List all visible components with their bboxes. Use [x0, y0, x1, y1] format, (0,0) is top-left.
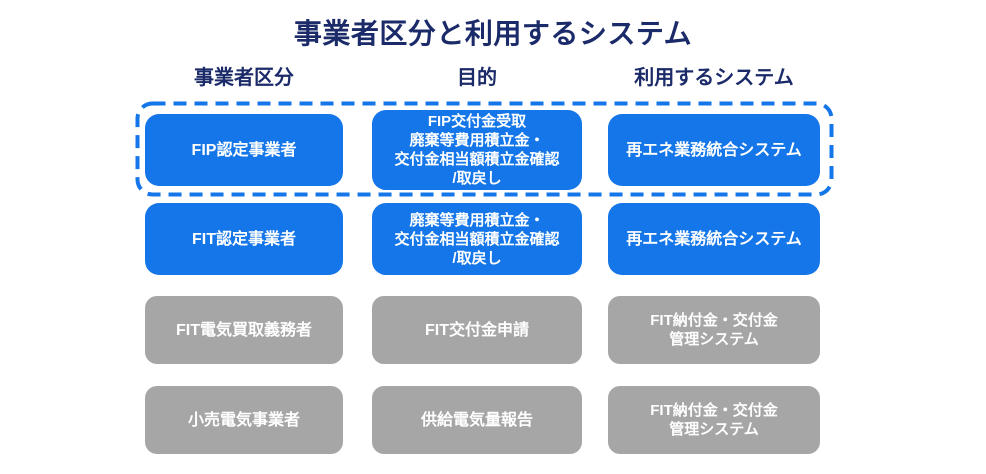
fip-system-box: 再エネ業務統合システム	[608, 114, 820, 186]
fit-grant-application-box: FIT交付金申請	[372, 296, 582, 364]
page-title: 事業者区分と利用するシステム	[293, 18, 693, 49]
fit-purpose-box: 廃棄等費用積立金・ 交付金相当額積立金確認 /取戻し	[372, 203, 582, 275]
column-header-system: 利用するシステム	[634, 67, 794, 89]
row-fip-certified-operator: FIP認定事業者 FIP交付金受取 廃棄等費用積立金・ 交付金相当額積立金確認 …	[0, 110, 986, 190]
fit-levy-grant-system-box: FIT納付金・交付金 管理システム	[608, 296, 820, 364]
fip-purpose-box: FIP交付金受取 廃棄等費用積立金・ 交付金相当額積立金確認 /取戻し	[372, 110, 582, 190]
column-header-purpose: 目的	[457, 67, 497, 89]
row-fit-certified-operator: FIT認定事業者 廃棄等費用積立金・ 交付金相当額積立金確認 /取戻し 再エネ業…	[0, 203, 986, 275]
fit-buyer-operator-box: FIT電気買取義務者	[145, 296, 343, 364]
row-fit-electricity-buyer: FIT電気買取義務者 FIT交付金申請 FIT納付金・交付金 管理システム	[0, 296, 986, 364]
fit-system-box: 再エネ業務統合システム	[608, 203, 820, 275]
supply-volume-report-box: 供給電気量報告	[372, 386, 582, 454]
retail-levy-grant-system-box: FIT納付金・交付金 管理システム	[608, 386, 820, 454]
fip-operator-box: FIP認定事業者	[145, 114, 343, 186]
fit-operator-box: FIT認定事業者	[145, 203, 343, 275]
row-retail-electricity-operator: 小売電気事業者 供給電気量報告 FIT納付金・交付金 管理システム	[0, 386, 986, 454]
retail-operator-box: 小売電気事業者	[145, 386, 343, 454]
column-header-operator-category: 事業者区分	[194, 67, 294, 89]
